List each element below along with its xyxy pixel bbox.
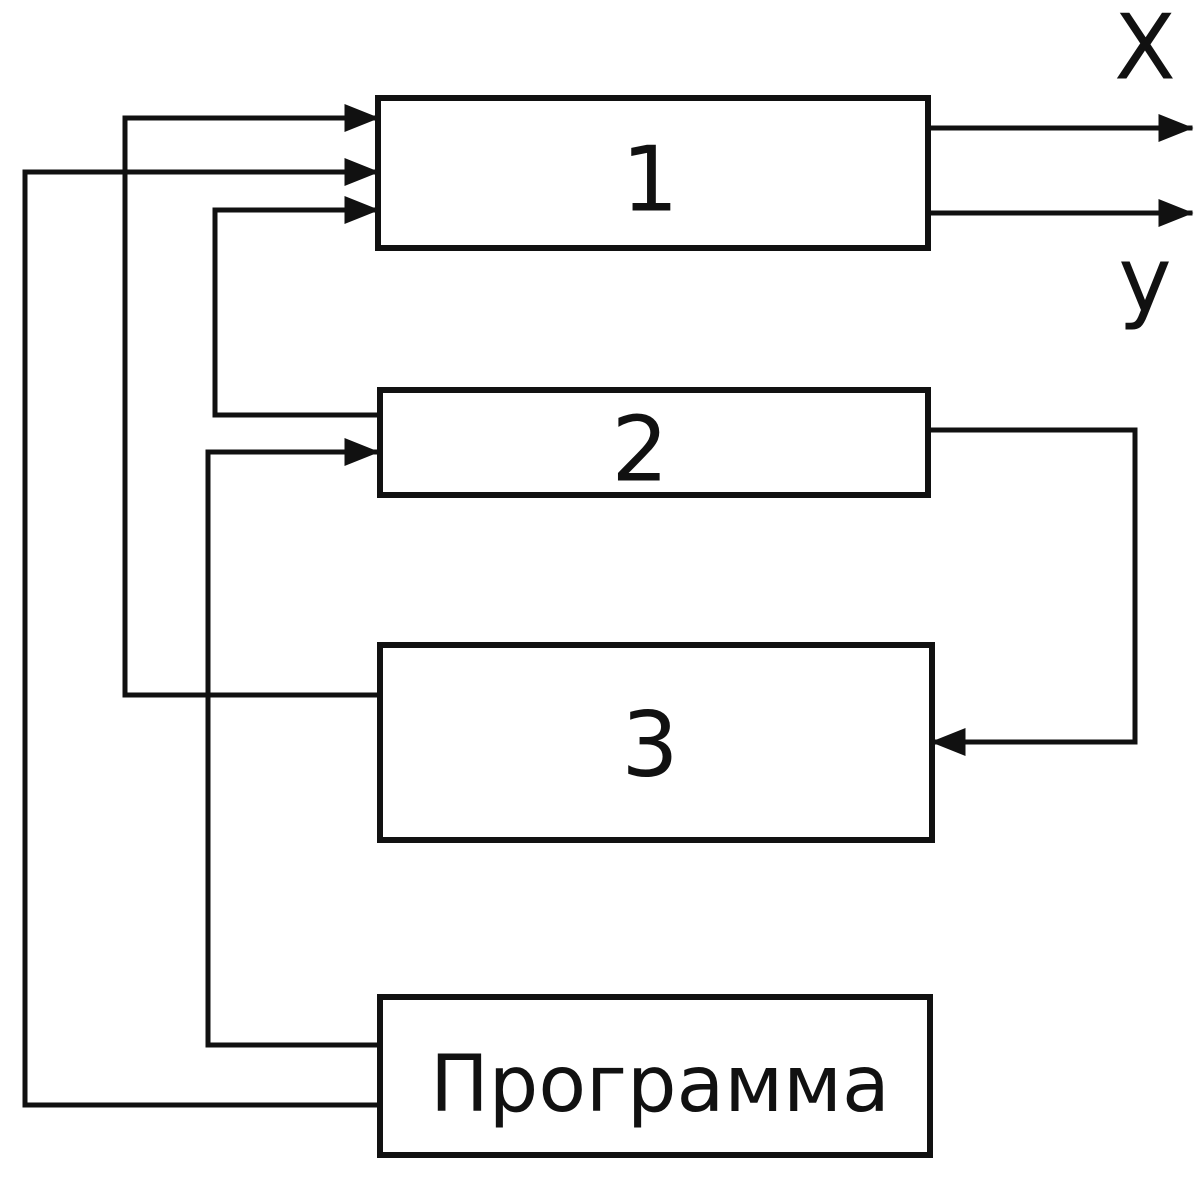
block-2-label: 2 (611, 398, 668, 503)
wire-block2-to-block1-bottom (212, 196, 383, 418)
wire-program-to-block1-middle (22, 158, 383, 1108)
wire-block2-to-block3 (925, 427, 1138, 756)
block-3-label: 3 (621, 693, 678, 798)
block-1: 1 (375, 95, 931, 251)
block-2: 2 (377, 387, 931, 503)
program-block: Программа (377, 994, 933, 1158)
block-1-label: 1 (621, 128, 678, 233)
wire-program-to-block2 (205, 438, 383, 1048)
wire-block3-to-block1-top (122, 104, 381, 698)
output-x-label: X (1114, 0, 1176, 101)
output-y-label: y (1118, 228, 1171, 333)
block-3: 3 (377, 642, 935, 843)
program-block-label: Программа (430, 1040, 890, 1130)
